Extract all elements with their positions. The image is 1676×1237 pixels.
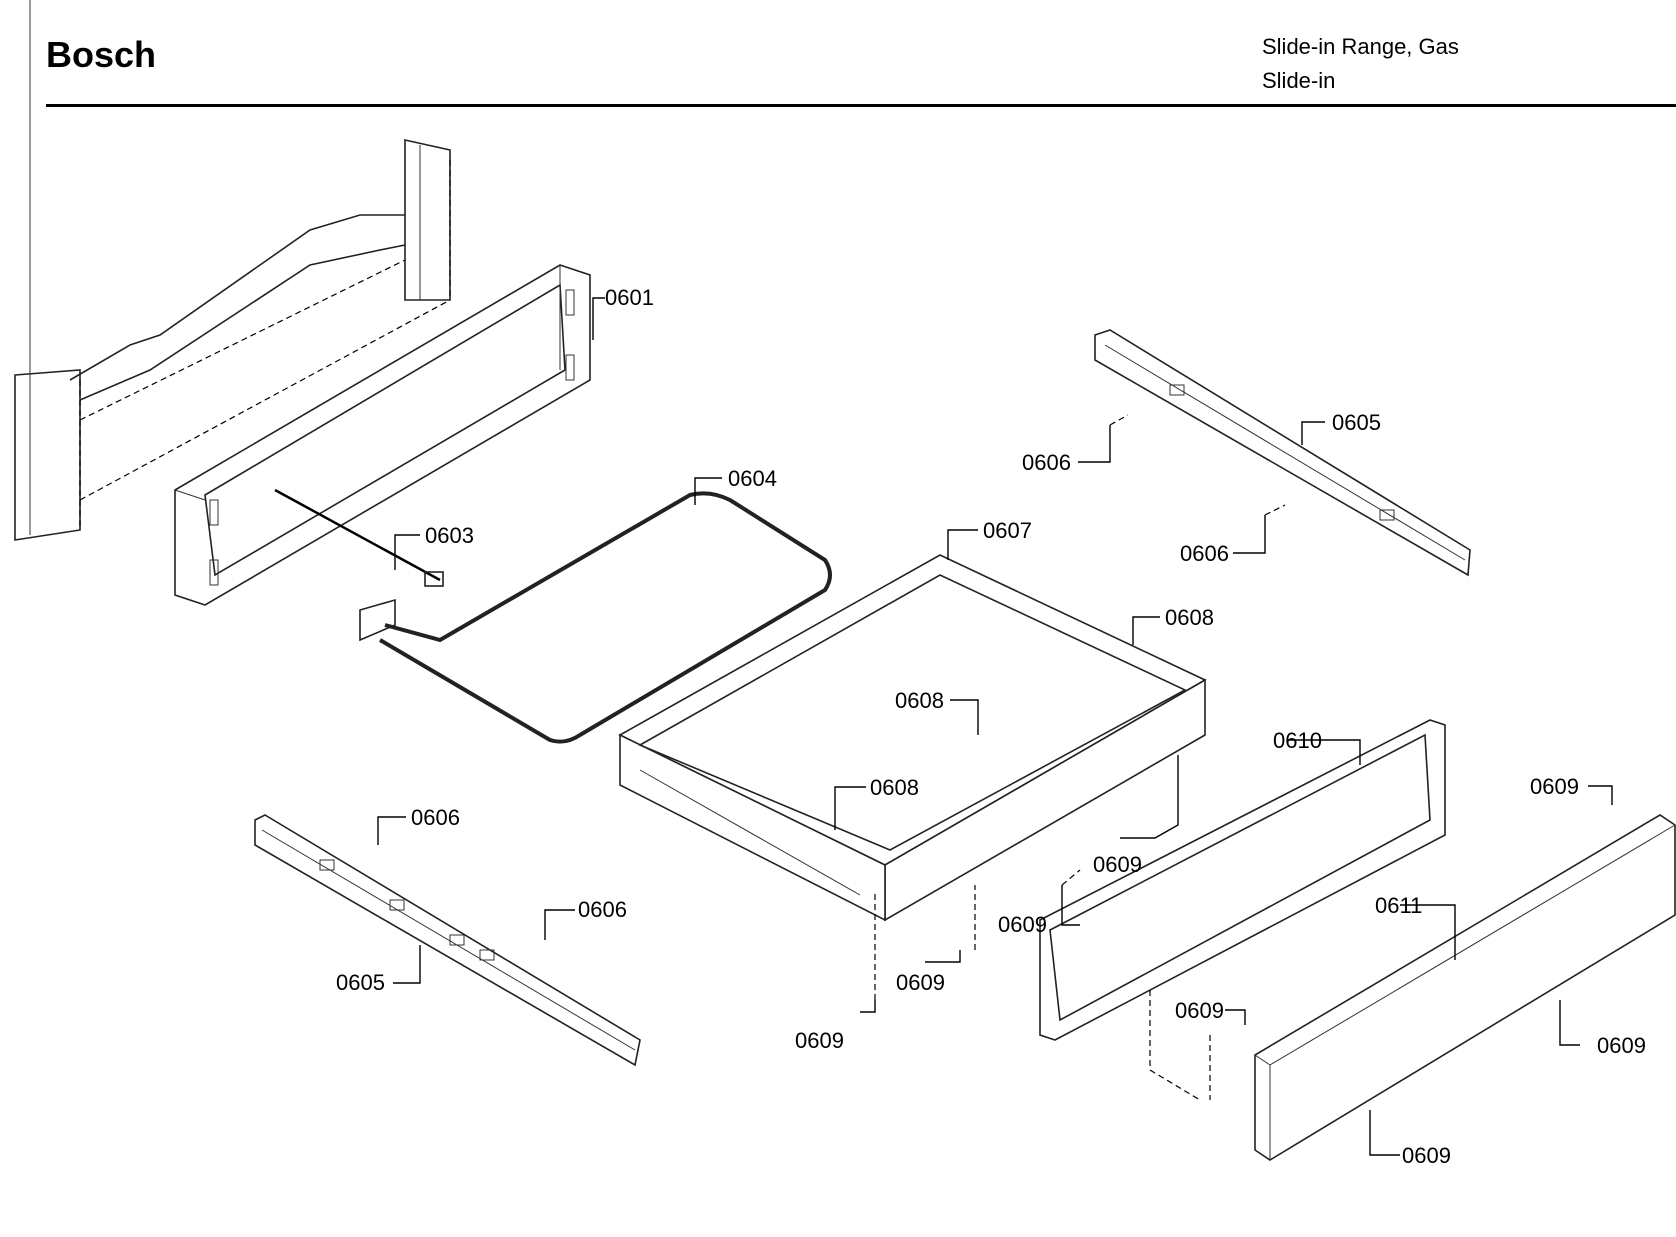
callout-0608-a: 0608 [1165, 605, 1214, 630]
callout-0609-c: 0609 [896, 970, 945, 995]
callout-0609-h: 0609 [1402, 1143, 1451, 1168]
callout-labels: 0601 0603 0604 0605 0605 0606 0606 0606 … [336, 285, 1646, 1168]
part-0610-inner-panel [1039, 719, 1446, 1041]
callout-0606-b: 0606 [1180, 541, 1229, 566]
part-0604-heating-element [359, 491, 832, 744]
callout-0601: 0601 [605, 285, 654, 310]
callout-0605-right: 0605 [1332, 410, 1381, 435]
callout-0611: 0611 [1375, 893, 1422, 918]
callout-0606-c: 0606 [411, 805, 460, 830]
range-frame-outline [14, 0, 451, 541]
model-line-2: Slide-in [1262, 68, 1336, 93]
callout-0606-a: 0606 [1022, 450, 1071, 475]
callout-0609-b: 0609 [998, 912, 1047, 937]
callout-0610: 0610 [1273, 728, 1322, 753]
header-rule [46, 104, 1676, 107]
callout-0609-a: 0609 [1093, 852, 1142, 877]
callout-0609-e: 0609 [1530, 774, 1579, 799]
leader-lines [377, 297, 1613, 1156]
callout-0605-left: 0605 [336, 970, 385, 995]
callout-0609-g: 0609 [1597, 1033, 1646, 1058]
callout-0607: 0607 [983, 518, 1032, 543]
callout-0604: 0604 [728, 466, 777, 491]
part-0607-drawer [618, 554, 1207, 922]
callout-0603: 0603 [425, 523, 474, 548]
callout-0608-b: 0608 [895, 688, 944, 713]
model-line-1: Slide-in Range, Gas [1262, 34, 1459, 59]
callout-0609-d: 0609 [795, 1028, 844, 1053]
part-0611-drawer-front [1254, 814, 1676, 1161]
part-0601-front-frame [174, 264, 591, 606]
brand-name: Bosch [46, 34, 157, 75]
part-0605-slide-rail-left [254, 814, 641, 1067]
part-0605-slide-rail-right [1094, 329, 1471, 577]
callout-0608-c: 0608 [870, 775, 919, 800]
part-0603-sensor [274, 488, 444, 587]
callout-0606-d: 0606 [578, 897, 627, 922]
callout-0609-f: 0609 [1175, 998, 1224, 1023]
